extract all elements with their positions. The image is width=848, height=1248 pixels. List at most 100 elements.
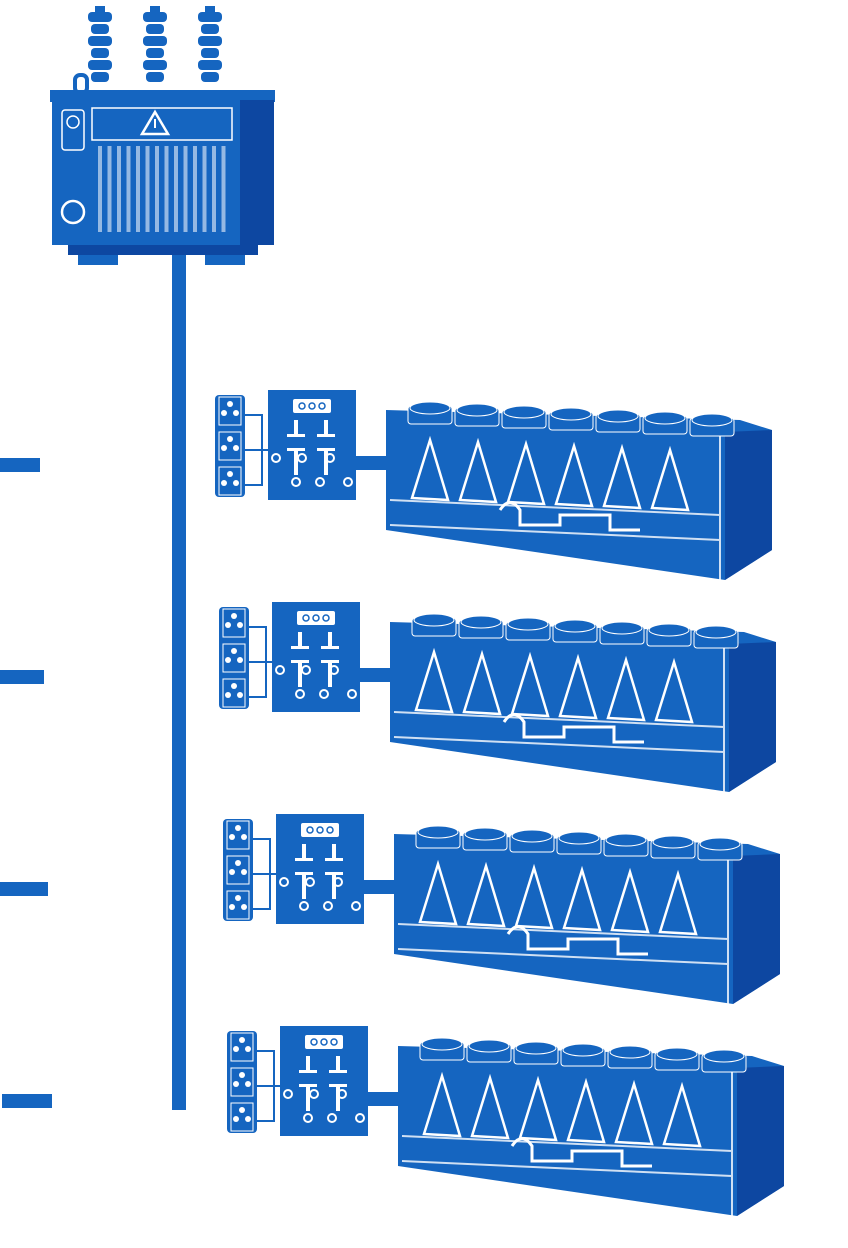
switch-contact bbox=[317, 448, 335, 451]
switch-terminal bbox=[325, 453, 335, 463]
coil-v-panel bbox=[650, 445, 690, 512]
terminal-screw bbox=[227, 436, 233, 442]
insulator-disk bbox=[88, 36, 112, 46]
coil-v-panel bbox=[514, 863, 554, 930]
main-bus-line bbox=[172, 255, 186, 1110]
terminal-cell bbox=[226, 890, 250, 920]
chiller-unit bbox=[394, 825, 780, 1004]
switch-blade bbox=[302, 844, 306, 858]
terminal-cell bbox=[230, 1032, 254, 1062]
switch-blade bbox=[324, 451, 328, 475]
terminal-block bbox=[223, 819, 280, 921]
terminal-screw bbox=[245, 1081, 251, 1087]
indicator-light bbox=[310, 1038, 318, 1046]
fan-icon bbox=[562, 1043, 604, 1057]
chiller-feed bbox=[356, 456, 388, 470]
terminal-block bbox=[215, 395, 272, 497]
switch-blade bbox=[294, 420, 298, 434]
terminal-block bbox=[219, 607, 276, 709]
switch-terminal bbox=[323, 901, 333, 911]
terminal-block bbox=[227, 1031, 284, 1133]
terminal-screw bbox=[221, 480, 227, 486]
indicator-light bbox=[322, 614, 330, 622]
indicator-light bbox=[308, 402, 316, 410]
terminal-screw bbox=[233, 480, 239, 486]
cooling-fin bbox=[145, 146, 150, 232]
terminal-cell bbox=[226, 855, 250, 885]
coil-v-panel bbox=[562, 865, 602, 932]
chiller-feed bbox=[360, 668, 392, 682]
cooling-fin bbox=[183, 146, 188, 232]
switch-blade bbox=[332, 875, 336, 899]
transformer-side bbox=[240, 100, 274, 245]
transformer-top bbox=[50, 90, 275, 102]
chiller-feed bbox=[364, 880, 396, 894]
switch-contact bbox=[325, 858, 343, 861]
fan-icon bbox=[554, 619, 596, 633]
drain-valve-icon bbox=[60, 199, 86, 225]
terminal-screw bbox=[235, 860, 241, 866]
cooling-fin bbox=[202, 146, 207, 232]
warning-panel bbox=[91, 107, 233, 141]
indicator-light bbox=[318, 402, 326, 410]
switch-blade bbox=[306, 1056, 310, 1070]
coil-v-panel bbox=[602, 443, 642, 510]
fan-icon bbox=[597, 409, 639, 423]
compressor-piping bbox=[502, 713, 644, 744]
insulator-disk bbox=[146, 48, 164, 58]
fan-icon bbox=[644, 411, 686, 425]
switch-terminal bbox=[295, 689, 305, 699]
indicator-light bbox=[298, 402, 306, 410]
chiller-unit bbox=[390, 613, 776, 792]
terminal-screw bbox=[231, 683, 237, 689]
terminal-screw bbox=[245, 1046, 251, 1052]
insulator-disk bbox=[91, 48, 109, 58]
fan-icon bbox=[691, 413, 733, 427]
indicator-light bbox=[326, 826, 334, 834]
switch-terminal bbox=[291, 477, 301, 487]
branches bbox=[0, 390, 784, 1216]
chiller-end-panel bbox=[737, 1066, 784, 1216]
cooling-fin bbox=[117, 146, 121, 232]
feeder-line bbox=[0, 458, 40, 472]
terminal-screw bbox=[237, 692, 243, 698]
insulator-disk bbox=[198, 36, 222, 46]
insulator-disk bbox=[143, 12, 167, 22]
cooling-fin bbox=[98, 146, 102, 232]
terminal-screw bbox=[229, 869, 235, 875]
switch-blade bbox=[332, 844, 336, 858]
bushing-insulator bbox=[143, 6, 167, 82]
switch-blade bbox=[336, 1087, 340, 1111]
fan-icon bbox=[648, 623, 690, 637]
bushing-insulator bbox=[198, 6, 222, 82]
cooling-fin bbox=[155, 146, 159, 232]
coil-v-panel bbox=[662, 1081, 702, 1148]
terminal-cell bbox=[218, 396, 242, 426]
fan-icon bbox=[409, 401, 451, 415]
coil-v-panel bbox=[606, 655, 646, 722]
terminal-screw bbox=[229, 904, 235, 910]
chiller-unit bbox=[398, 1037, 784, 1216]
gauge-icon bbox=[66, 115, 80, 129]
fan-icon bbox=[605, 833, 647, 847]
switch-blade bbox=[306, 1087, 310, 1111]
terminal-screw bbox=[225, 622, 231, 628]
chiller-frame bbox=[389, 430, 721, 580]
coil-v-panel bbox=[558, 653, 598, 720]
terminal-cell bbox=[218, 431, 242, 461]
fan-icon bbox=[550, 407, 592, 421]
switch-terminal bbox=[303, 1113, 313, 1123]
terminal-screw bbox=[233, 445, 239, 451]
insulator-disk bbox=[201, 48, 219, 58]
coil-v-panel bbox=[422, 1071, 462, 1138]
switch-terminal bbox=[351, 901, 361, 911]
cooling-fin bbox=[174, 146, 178, 232]
compressor-piping bbox=[506, 925, 648, 956]
cooling-fin bbox=[193, 146, 197, 232]
cooling-fin bbox=[221, 146, 226, 232]
fan-icon bbox=[511, 829, 553, 843]
coil-v-panel bbox=[554, 441, 594, 508]
insulator-disk bbox=[88, 60, 112, 70]
terminal-screw bbox=[233, 1116, 239, 1122]
feeder-line bbox=[2, 1094, 52, 1108]
